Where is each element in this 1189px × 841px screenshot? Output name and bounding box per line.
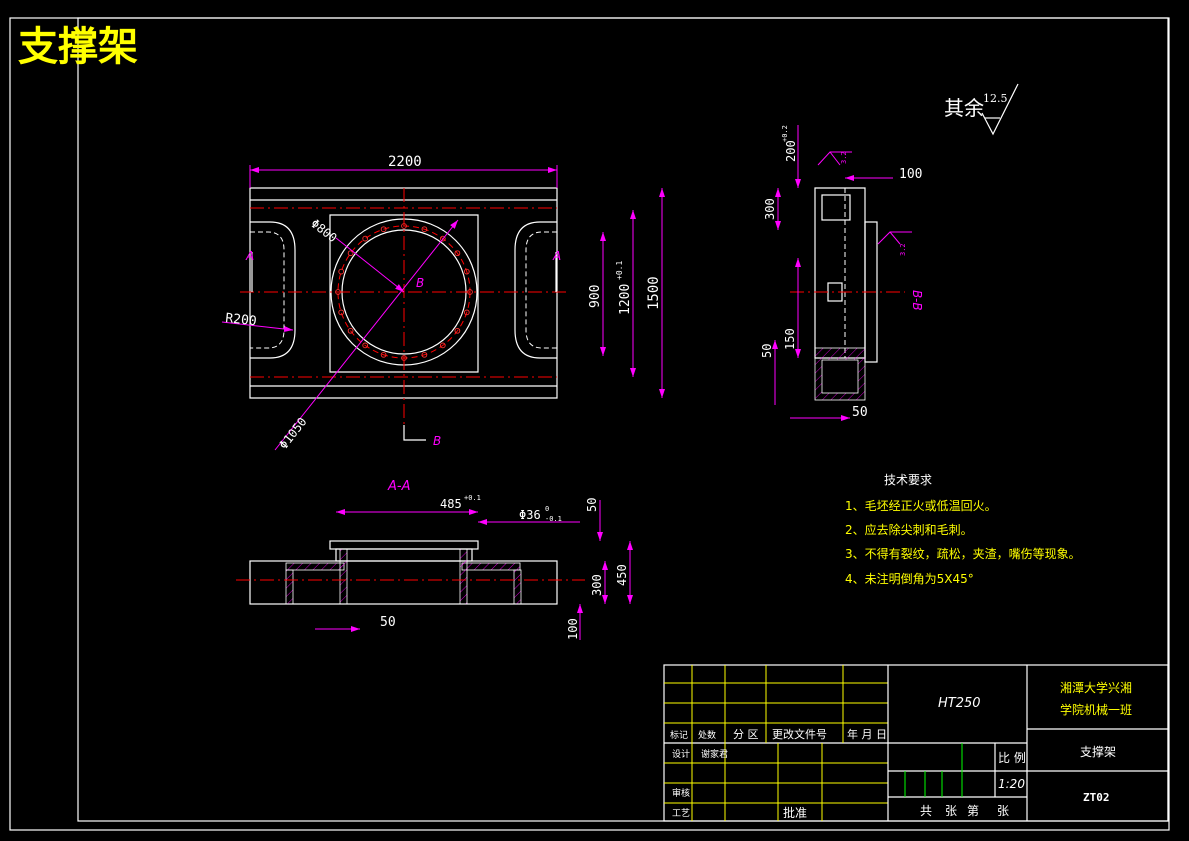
bolt-hole: [380, 226, 387, 233]
dim-radius: R200: [225, 311, 258, 329]
bolt-hole: [439, 342, 446, 349]
tb-drawing-no: ZT02: [1083, 791, 1110, 804]
bolt-hole: [439, 235, 446, 242]
roughness-check-icon: [981, 83, 1019, 136]
dim-aa-36-tol-top: 0: [545, 505, 549, 513]
dim-bb-150: 150: [783, 328, 797, 350]
roughness-value: 12.5: [983, 92, 1008, 105]
section-bb: B-B 200 +0.2 100 300 50 150 50 3.2 3.2: [760, 125, 924, 421]
dim-bb-100: 100: [899, 167, 922, 182]
bolt-hole: [362, 342, 369, 349]
title-block: HT250 湘潭大学兴湘 学院机械一班 支撑架 ZT02 比 例 1:20 共 …: [663, 664, 1169, 822]
dim-bolt-circle: Φ800: [308, 216, 339, 245]
dim-aa-485: 485: [440, 497, 462, 511]
tb-design-label: 设计: [672, 748, 690, 760]
dim-aa-50-top: 50: [585, 498, 599, 512]
roughness-prefix: 其余: [944, 96, 984, 120]
section-aa: A-A 485 +0.1 Φ36 0 -0.1 50 450 300 100 5…: [236, 479, 633, 640]
tb-sheets-3: 第: [967, 804, 979, 818]
tb-design-name: 谢家君: [701, 748, 728, 760]
bolt-hole: [463, 309, 470, 316]
section-a-left-label: A: [245, 249, 254, 263]
section-b-center-label: B: [416, 276, 424, 290]
dim-total-height: 1500: [646, 276, 662, 310]
tech-req-heading: 技术要求: [884, 473, 932, 487]
tb-approve-label: 批准: [783, 805, 807, 820]
dim-aa-300: 300: [590, 574, 604, 596]
tech-req-item-1: 1、毛坯经正火或低温回火。: [845, 499, 997, 513]
tb-school-line1: 湘潭大学兴湘: [1060, 680, 1132, 695]
bolt-hole: [347, 250, 354, 257]
tb-material: HT250: [938, 696, 981, 711]
dim-aa-36-tol-bot: -0.1: [545, 515, 562, 523]
tb-review-label: 审核: [672, 787, 690, 799]
dim-bb-200-tol: +0.2: [781, 125, 789, 142]
tb-header-mark: 标记: [670, 729, 688, 741]
drawing-border-inner: [77, 17, 1169, 822]
bolt-hole: [338, 309, 345, 316]
drawing-border-outer: [9, 17, 1170, 831]
bolt-hole: [421, 351, 428, 358]
tb-scale-value: 1:20: [998, 777, 1025, 791]
dim-aa-100: 100: [566, 618, 580, 640]
dim-outer-circle: Φ1050: [276, 415, 309, 452]
bolt-hole: [463, 268, 470, 275]
tb-sheets-4: 张: [997, 804, 1009, 818]
dim-bb-50-left: 50: [760, 344, 774, 358]
tb-school-line2: 学院机械一班: [1060, 702, 1132, 717]
section-b-bottom-label: B: [433, 434, 441, 448]
bolt-hole: [454, 327, 461, 334]
section-a-right-label: A: [552, 249, 561, 263]
section-bb-label: B-B: [910, 290, 924, 311]
tb-process-label: 工艺: [672, 808, 690, 819]
bolt-hole: [380, 351, 387, 358]
tb-scale-label: 比 例: [998, 751, 1026, 765]
drawing-title: 支撑架: [18, 23, 138, 70]
tb-sheets-1: 共: [920, 804, 932, 818]
dim-bb-50-bottom: 50: [852, 405, 868, 420]
tb-header-count: 处数: [698, 729, 716, 741]
tech-requirements: 技术要求 1、毛坯经正火或低温回火。 2、应去除尖刺和毛刺。 3、不得有裂纹，疏…: [845, 473, 1081, 586]
tb-header-zone: 分 区: [733, 728, 759, 741]
bolt-hole: [421, 226, 428, 233]
bolt-holes: [335, 223, 473, 361]
dim-bb-300: 300: [763, 198, 777, 220]
front-view: A A B B 2200 1500 1200 +0.1 900 Φ800 Φ10…: [221, 154, 665, 452]
dim-aa-50-bottom: 50: [380, 615, 396, 630]
dim-aa-36: Φ36: [519, 508, 541, 522]
tb-part-name: 支撑架: [1080, 744, 1116, 759]
dim-aa-450: 450: [615, 564, 629, 586]
bolt-hole: [347, 327, 354, 334]
tb-header-doc: 更改文件号: [772, 727, 827, 741]
bolt-hole: [362, 235, 369, 242]
bolt-hole: [338, 268, 345, 275]
roughness-general: 其余 12.5: [944, 83, 1019, 136]
dim-aa-485-tol: +0.1: [464, 494, 481, 502]
dim-width: 2200: [388, 154, 422, 170]
dim-mid-height: 1200: [618, 284, 633, 315]
dim-inner-height: 900: [588, 285, 603, 308]
tech-req-item-3: 3、不得有裂纹，疏松，夹渣，嘴伤等现象。: [845, 546, 1081, 561]
rough-bb-1: 3.2: [840, 151, 848, 164]
bolt-hole: [454, 250, 461, 257]
tb-header-date: 年 月 日: [847, 727, 887, 741]
section-aa-label: A-A: [387, 479, 410, 494]
dim-mid-height-tol-top: +0.1: [615, 261, 624, 280]
tb-sheets-2: 张: [945, 804, 957, 818]
rough-bb-2: 3.2: [899, 243, 907, 256]
tech-req-item-2: 2、应去除尖刺和毛刺。: [845, 522, 973, 537]
dim-bb-200: 200: [784, 140, 798, 162]
tech-req-item-4: 4、未注明倒角为5X45°: [845, 571, 974, 586]
